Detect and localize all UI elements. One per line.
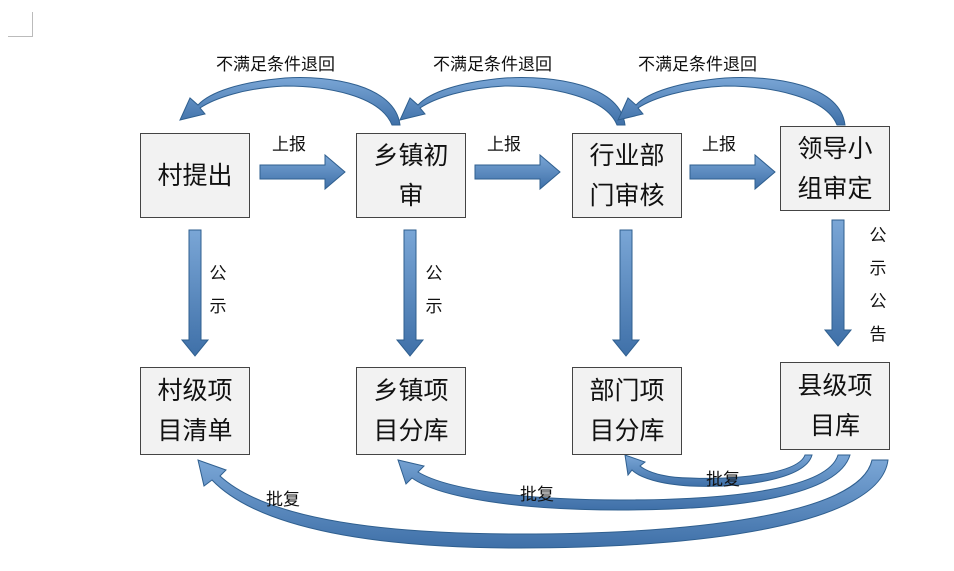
report-label-1: 上报 — [272, 135, 306, 155]
node-county-lib-text: 县级项目库 — [797, 371, 873, 440]
node-village-submit: 村提出 — [140, 133, 250, 218]
publicize-announce-label: 公示公告 — [869, 226, 887, 345]
report-label-3: 上报 — [702, 135, 736, 155]
node-dept-lib: 部门项目分库 — [572, 367, 682, 455]
node-town-review-text: 乡镇初审 — [373, 140, 449, 210]
approve-arrow-town — [397, 454, 851, 511]
reject-label-3: 不满足条件退回 — [638, 55, 757, 75]
reject-label-1: 不满足条件退回 — [216, 55, 335, 75]
publicize-arrow-3 — [611, 229, 641, 357]
node-dept-audit-text: 行业部门审核 — [589, 140, 665, 210]
reject-arrow-3 — [617, 77, 846, 126]
publicize-arrow-4 — [823, 219, 853, 347]
page-corner-mark — [8, 12, 33, 37]
publicize-arrow-1 — [180, 229, 210, 357]
report-label-2: 上报 — [487, 135, 521, 155]
node-town-lib: 乡镇项目分库 — [356, 367, 466, 455]
publicize-label-2: 公示 — [425, 264, 443, 317]
node-county-lib: 县级项目库 — [780, 362, 890, 450]
node-town-review: 乡镇初审 — [356, 133, 466, 218]
approve-arrow-village — [197, 459, 889, 549]
node-village-list: 村级项目清单 — [140, 367, 250, 455]
reject-arrow-2 — [399, 77, 626, 126]
approve-label-village: 批复 — [266, 490, 300, 510]
approve-arrow-dept — [624, 454, 813, 487]
node-village-list-text: 村级项目清单 — [157, 376, 233, 445]
publicize-label-1: 公示 — [209, 264, 227, 317]
node-village-submit-text: 村提出 — [157, 160, 233, 190]
reject-label-2: 不满足条件退回 — [433, 55, 552, 75]
publicize-arrow-2 — [395, 229, 425, 357]
node-leader-decide-text: 领导小组审定 — [797, 133, 873, 203]
approve-label-dept: 批复 — [706, 470, 740, 490]
node-town-lib-text: 乡镇项目分库 — [373, 376, 449, 445]
node-dept-audit: 行业部门审核 — [572, 133, 682, 218]
approve-label-town: 批复 — [520, 485, 554, 505]
report-arrow-2 — [474, 153, 561, 191]
reject-arrow-1 — [179, 77, 401, 126]
node-dept-lib-text: 部门项目分库 — [589, 376, 665, 445]
report-arrow-3 — [689, 153, 776, 191]
report-arrow-1 — [259, 153, 346, 191]
node-leader-decide: 领导小组审定 — [780, 126, 890, 211]
